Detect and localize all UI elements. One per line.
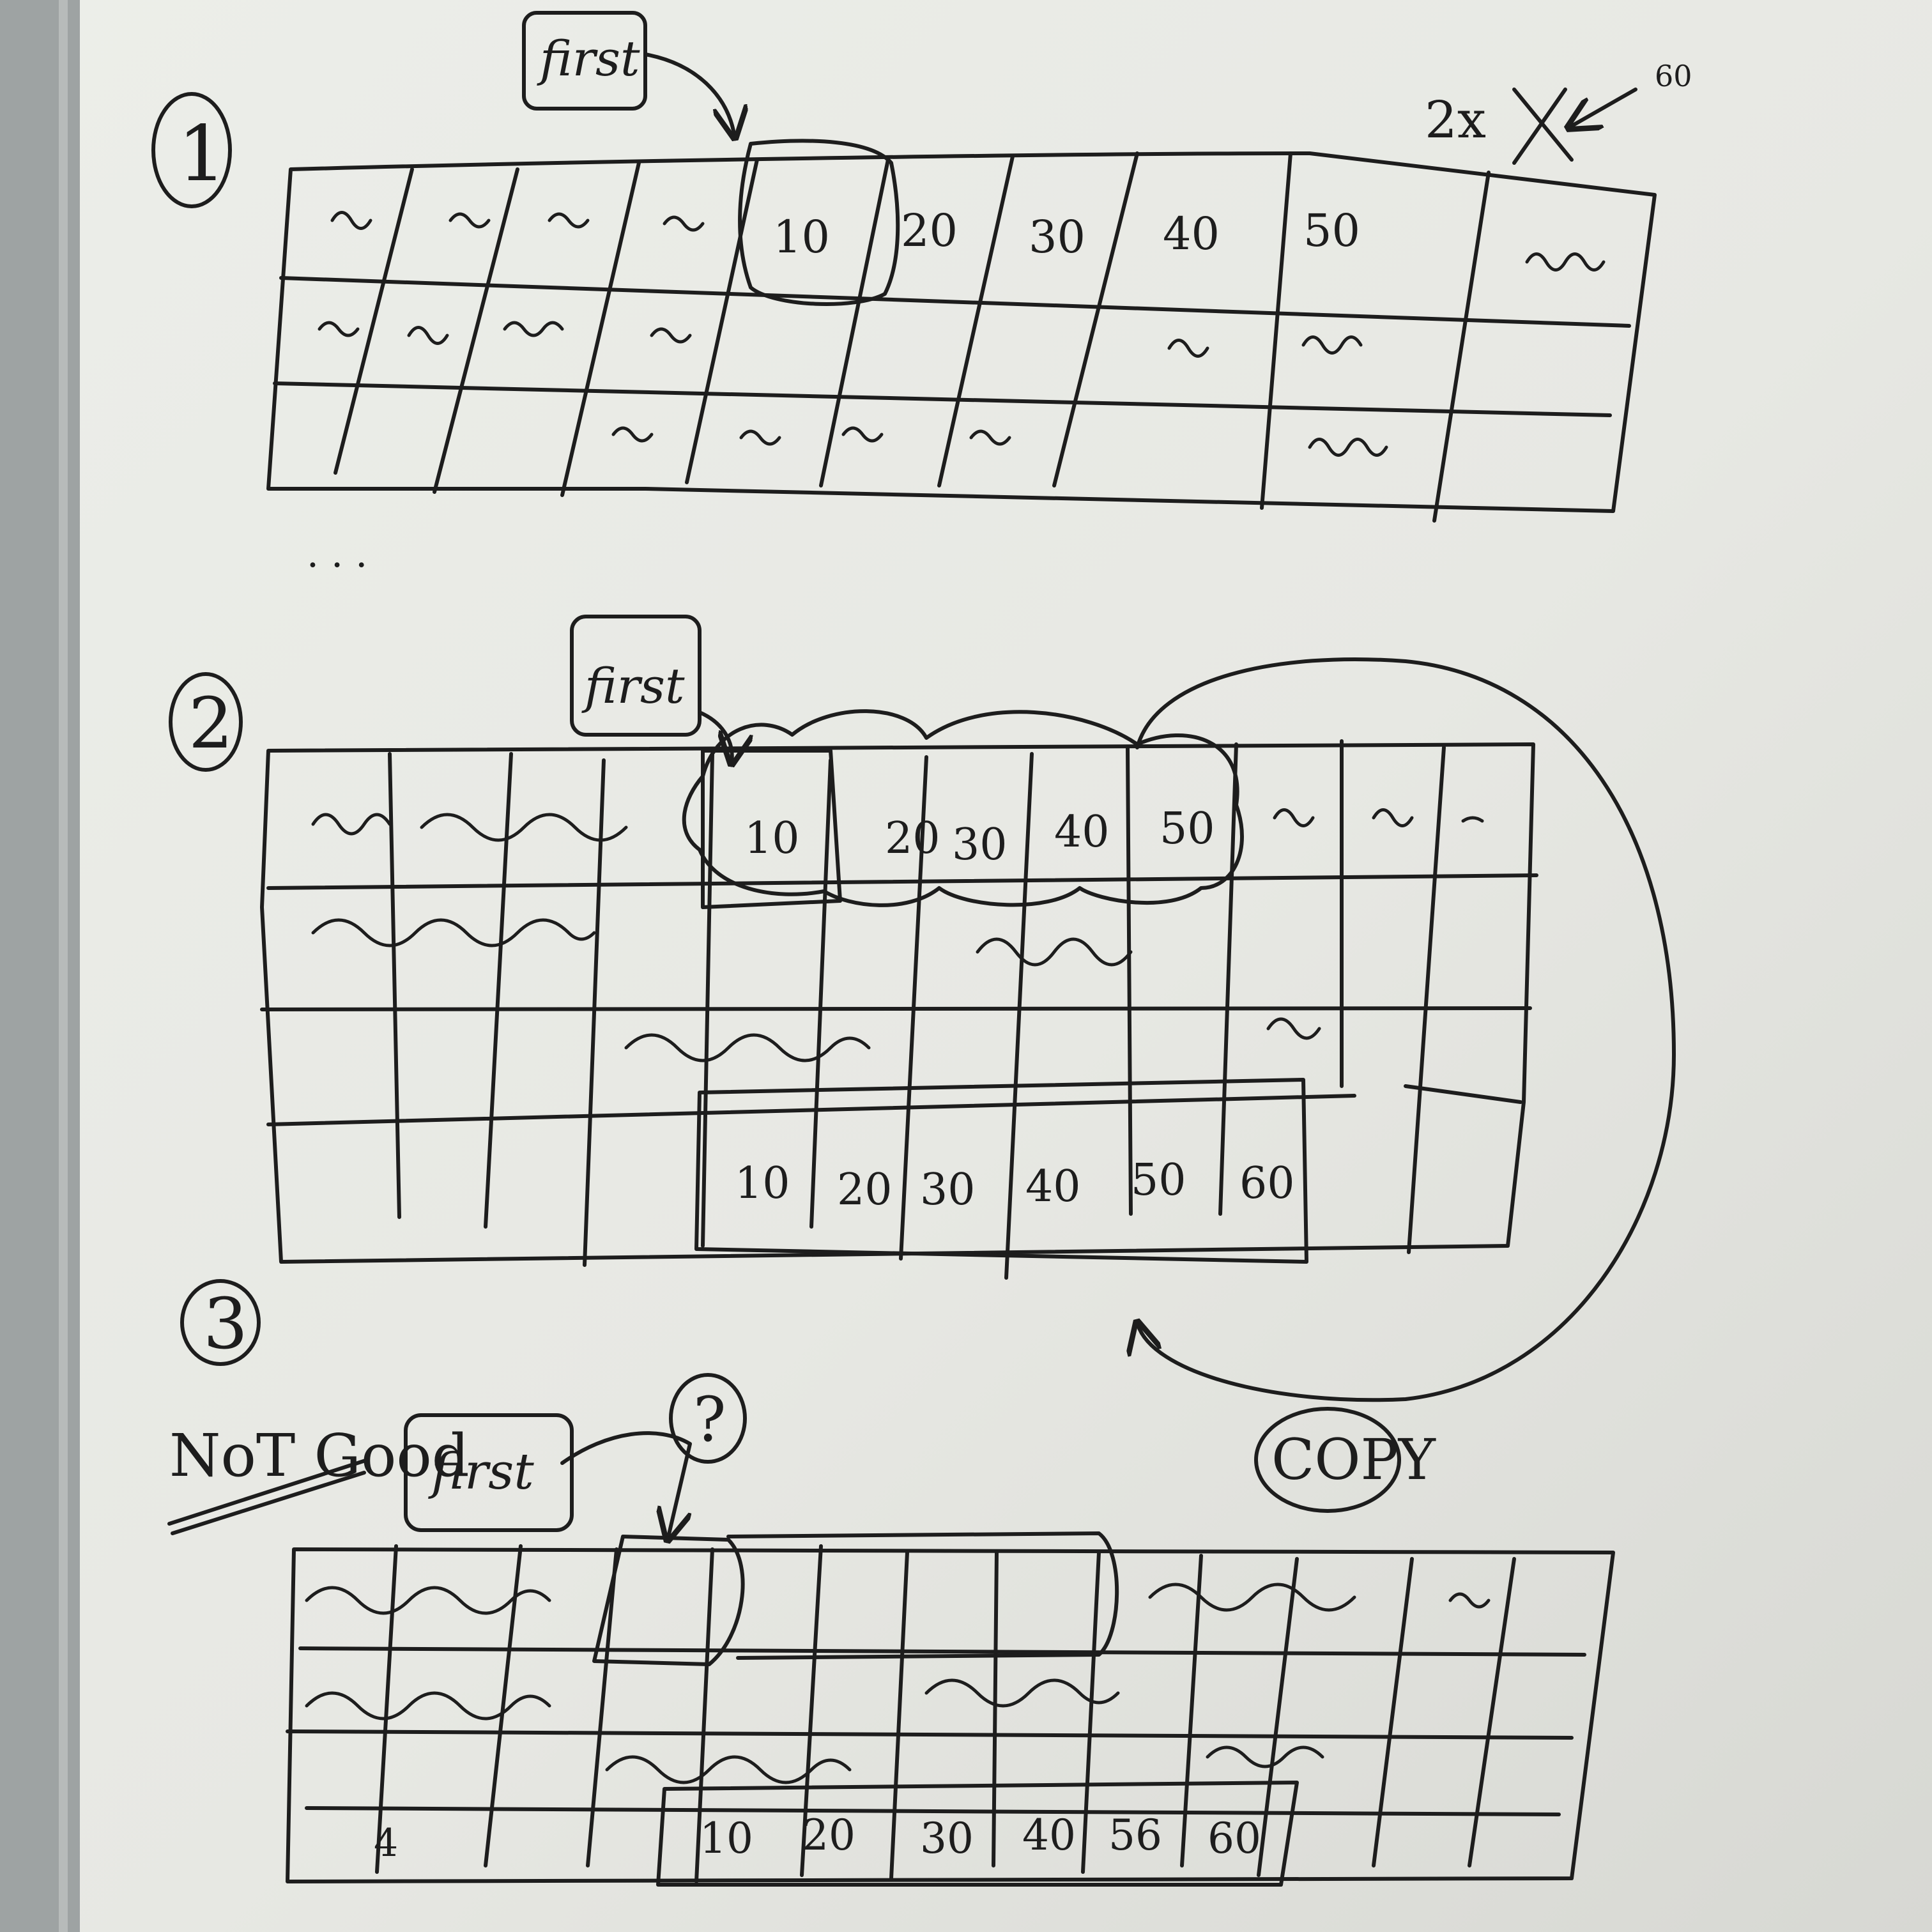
grid-1 (266, 151, 1657, 523)
array-cloud-outline (682, 709, 1244, 907)
grid2-top-value: 30 (952, 820, 1008, 870)
first-pointer-box: first (404, 1413, 692, 1540)
ellipsis-dots: · · · (307, 543, 367, 588)
section-3: 3 NoT Good first ? 10 20 30 (167, 1279, 1615, 1887)
grid2-top-value: 20 (885, 813, 940, 864)
grid-3 (286, 1544, 1615, 1883)
first-pointer-label: first (428, 1443, 534, 1501)
highlight-rect (592, 1535, 745, 1666)
svg-text:2x: 2x (1425, 90, 1486, 150)
squiggle-marks (318, 211, 1606, 457)
section-number: 2 (188, 682, 233, 764)
copy-region-rect (694, 1078, 1308, 1264)
left-frame-edge (0, 0, 80, 1932)
grid2-top-value: 50 (1160, 804, 1215, 854)
squiggle-marks (311, 808, 1484, 1062)
copy-label: COPY (1271, 1427, 1436, 1492)
grid2-copy-value: 30 (920, 1165, 976, 1215)
grid2-copy-value: 20 (837, 1165, 893, 1215)
first-pointer-box: first (570, 615, 732, 763)
grid2-copy-value: 50 (1131, 1155, 1186, 1206)
svg-text:60: 60 (1655, 59, 1692, 93)
grid3-copy-value: 10 (700, 1814, 753, 1863)
question-mark: ? (693, 1384, 726, 1455)
array-outline-rect (726, 1531, 1119, 1660)
copy-label-group: COPY (1254, 1407, 1436, 1513)
corner-note: 2x 60 (1425, 59, 1692, 165)
question-circle (669, 1373, 747, 1464)
curved-arrow-to-copy (1137, 657, 1676, 1402)
grid-2 (260, 739, 1538, 1280)
pointer-arrow (560, 1431, 692, 1540)
highlight-circle (738, 139, 900, 307)
pointer-arrow (698, 710, 732, 763)
first-pointer-label: first (581, 657, 685, 714)
first-pointer-box: first (522, 11, 735, 137)
not-good-underline (167, 1458, 369, 1535)
grid3-copy-value: 40 (1022, 1811, 1076, 1860)
copy-label-circle (1254, 1407, 1401, 1513)
grid1-value: 30 (1029, 211, 1085, 263)
section-number-circle (169, 672, 243, 772)
section-1: 1 first 2x 60 10 20 30 40 (151, 11, 1692, 523)
grid3-copy-value: 60 (1208, 1814, 1261, 1863)
grid3-stray-mark: 4 (374, 1821, 398, 1866)
not-good-label: NoT Good (169, 1422, 470, 1490)
pointer-arrow (643, 52, 735, 137)
grid3-copy-value: 56 (1108, 1811, 1162, 1860)
section-number-circle (180, 1279, 261, 1366)
grid2-top-value: 10 (744, 813, 800, 864)
grid3-copy-value: 30 (920, 1814, 974, 1863)
grid2-copy-value: 10 (735, 1158, 790, 1209)
squiggle-marks (305, 1583, 1491, 1784)
first-pointer-label: first (537, 30, 640, 87)
grid2-copy-value: 40 (1025, 1162, 1081, 1212)
grid2-top-value: 40 (1054, 807, 1110, 857)
section-number-circle (151, 92, 232, 208)
section-number: 3 (203, 1283, 248, 1365)
grid1-value: 40 (1163, 208, 1220, 260)
grid1-value: 10 (773, 211, 830, 263)
left-frame-highlight (59, 0, 68, 1932)
grid1-value: 50 (1303, 204, 1360, 257)
section-2: 2 first 10 20 30 40 50 10 (169, 615, 1676, 1513)
grid3-copy-value: 20 (802, 1811, 855, 1860)
grid2-copy-value: 60 (1239, 1158, 1295, 1209)
section-number: 1 (178, 110, 226, 199)
grid1-value: 20 (901, 204, 958, 257)
copy-region-rect (656, 1781, 1299, 1887)
